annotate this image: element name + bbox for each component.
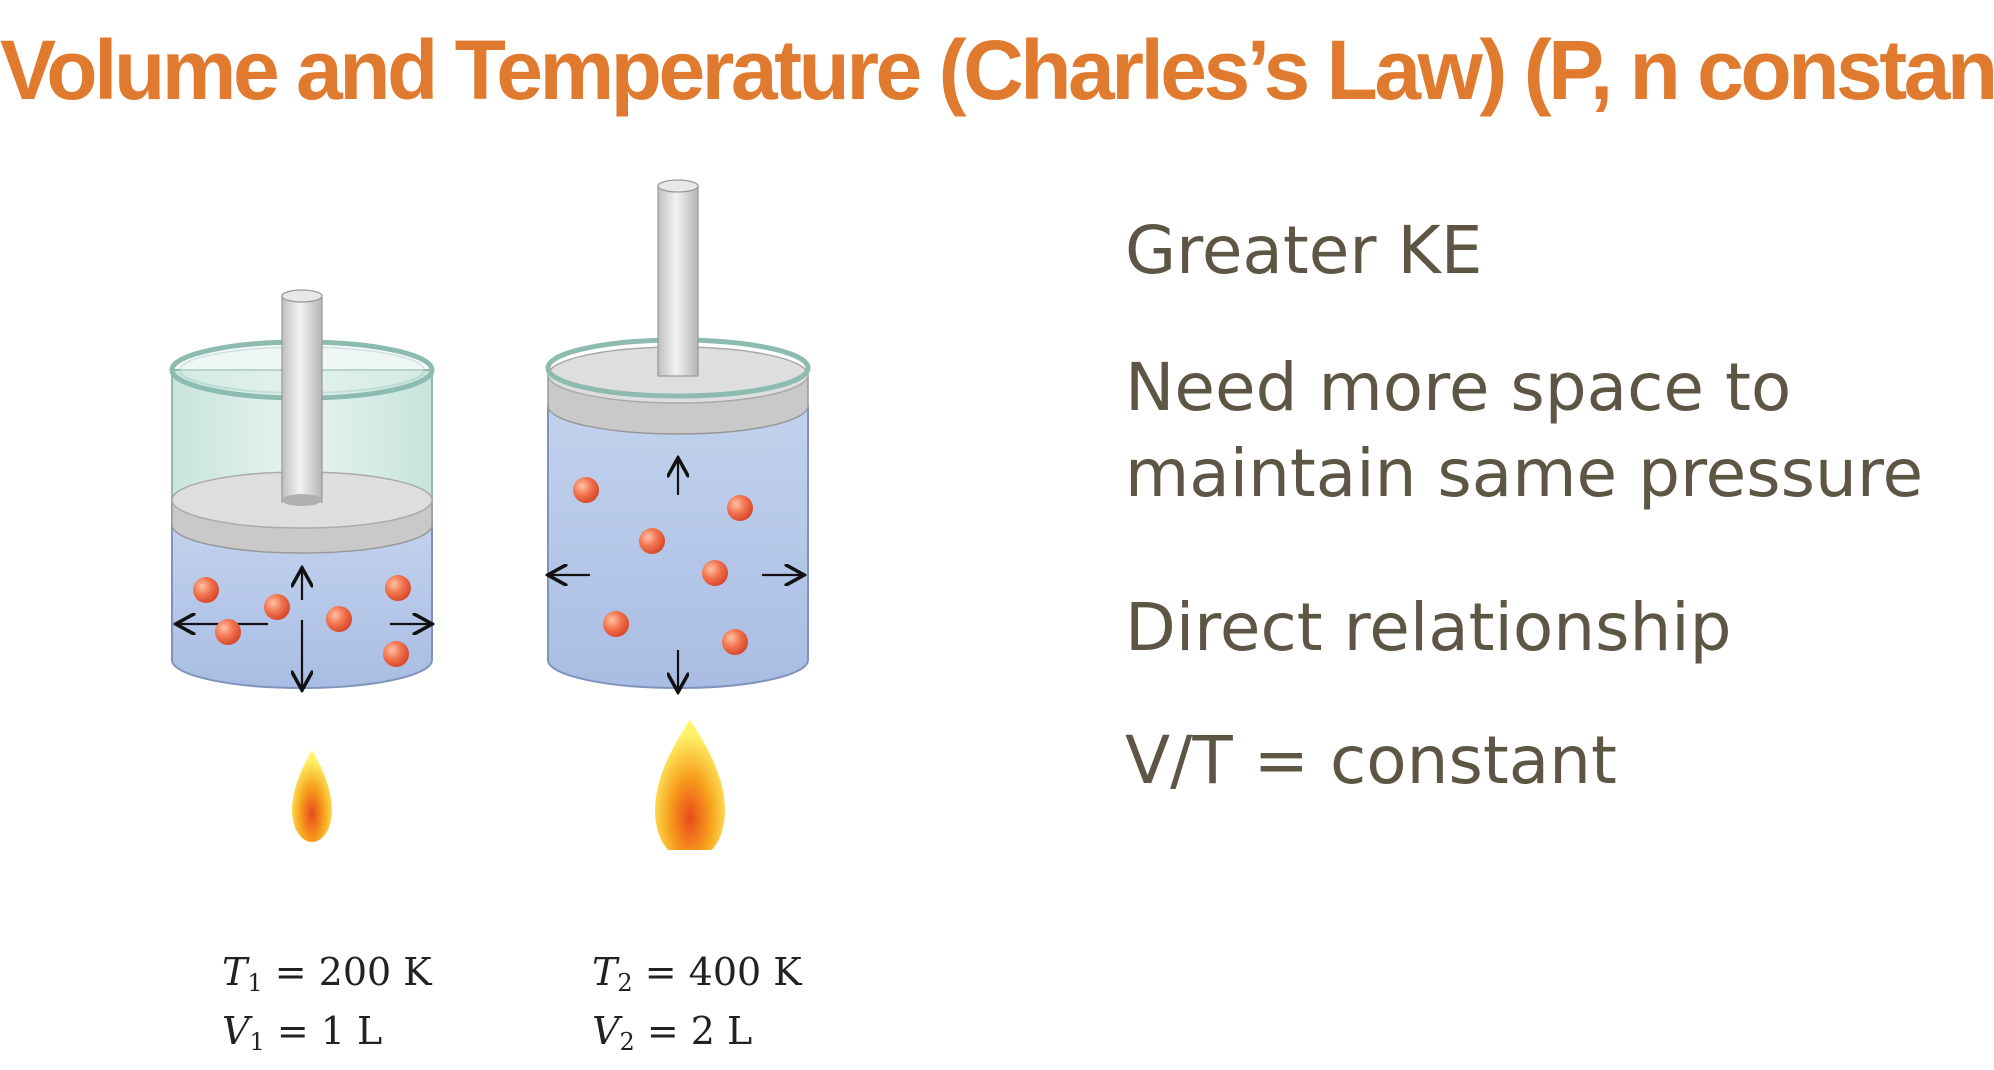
molecule-icon [603,611,629,637]
bullet-direct-relationship: Direct relationship [1125,589,1732,666]
v-value: = 1 L [276,1009,383,1053]
t-symbol: T [222,950,248,994]
v-symbol: V [592,1009,620,1053]
molecule-icon [573,477,599,503]
v-value: = 2 L [646,1009,753,1053]
volume-1: V1 = 1 L [222,1007,432,1066]
temperature-1: T1 = 200 K [222,948,432,1007]
t-value: = 400 K [644,950,802,994]
t-subscript: 1 [247,969,263,997]
temperature-2: T2 = 400 K [592,948,802,1007]
t-symbol: T [592,950,618,994]
bullet-greater-ke: Greater KE [1125,212,1483,289]
molecule-icon [727,495,753,521]
v-subscript: 1 [249,1028,265,1056]
molecule-icon [264,594,290,620]
molecule-icon [326,606,352,632]
molecule-icon [383,641,409,667]
molecule-icon [193,577,219,603]
molecule-icon [215,619,241,645]
flame-icon [292,750,332,842]
slide-title: Volume and Temperature (Charles’s Law) (… [0,23,1994,117]
volume-2: V2 = 2 L [592,1007,802,1066]
bullet-v-over-t: V/T = constant [1125,722,1617,799]
molecule-icon [702,560,728,586]
caption-cylinder-1: T1 = 200 K V1 = 1 L [222,948,432,1066]
t-subscript: 2 [617,969,633,997]
charles-law-illustration [169,179,811,850]
cylinder-1 [169,289,435,842]
molecule-icon [639,528,665,554]
v-subscript: 2 [619,1028,635,1056]
v-symbol: V [222,1009,250,1053]
caption-cylinder-2: T2 = 400 K V2 = 2 L [592,948,802,1066]
flame-icon [655,720,725,850]
molecule-icon [385,575,411,601]
bullet-more-space: Need more space to maintain same pressur… [1125,349,1924,512]
molecule-icon [722,629,748,655]
cylinder-2 [545,179,811,850]
t-value: = 200 K [274,950,432,994]
